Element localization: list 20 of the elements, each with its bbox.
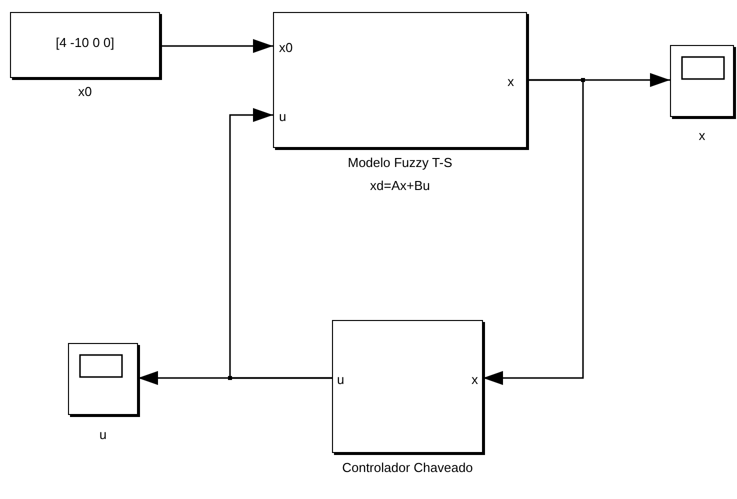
function-block bbox=[10, 12, 160, 78]
port-label: x0 bbox=[279, 40, 293, 55]
signal-line bbox=[160, 39, 273, 53]
block-caption: xd=Ax+Bu bbox=[369, 177, 431, 195]
block-value: [4 -10 0 0] bbox=[54, 35, 116, 50]
function-block bbox=[273, 12, 527, 148]
port-label: u bbox=[337, 372, 344, 387]
block-caption: u bbox=[98, 426, 108, 444]
block-caption: x0 bbox=[77, 83, 93, 101]
signal-line bbox=[229, 108, 332, 379]
function-block bbox=[332, 320, 483, 453]
scope-block bbox=[670, 45, 734, 117]
port-label: u bbox=[279, 109, 286, 124]
block-caption: Modelo Fuzzy T-S bbox=[346, 154, 454, 172]
block-caption: x bbox=[698, 127, 706, 145]
port-label: x bbox=[508, 74, 514, 89]
scope-block bbox=[68, 343, 138, 415]
signal-line bbox=[483, 79, 584, 385]
port-label: x bbox=[472, 372, 478, 387]
block-caption: Controlador Chaveado bbox=[341, 459, 474, 477]
